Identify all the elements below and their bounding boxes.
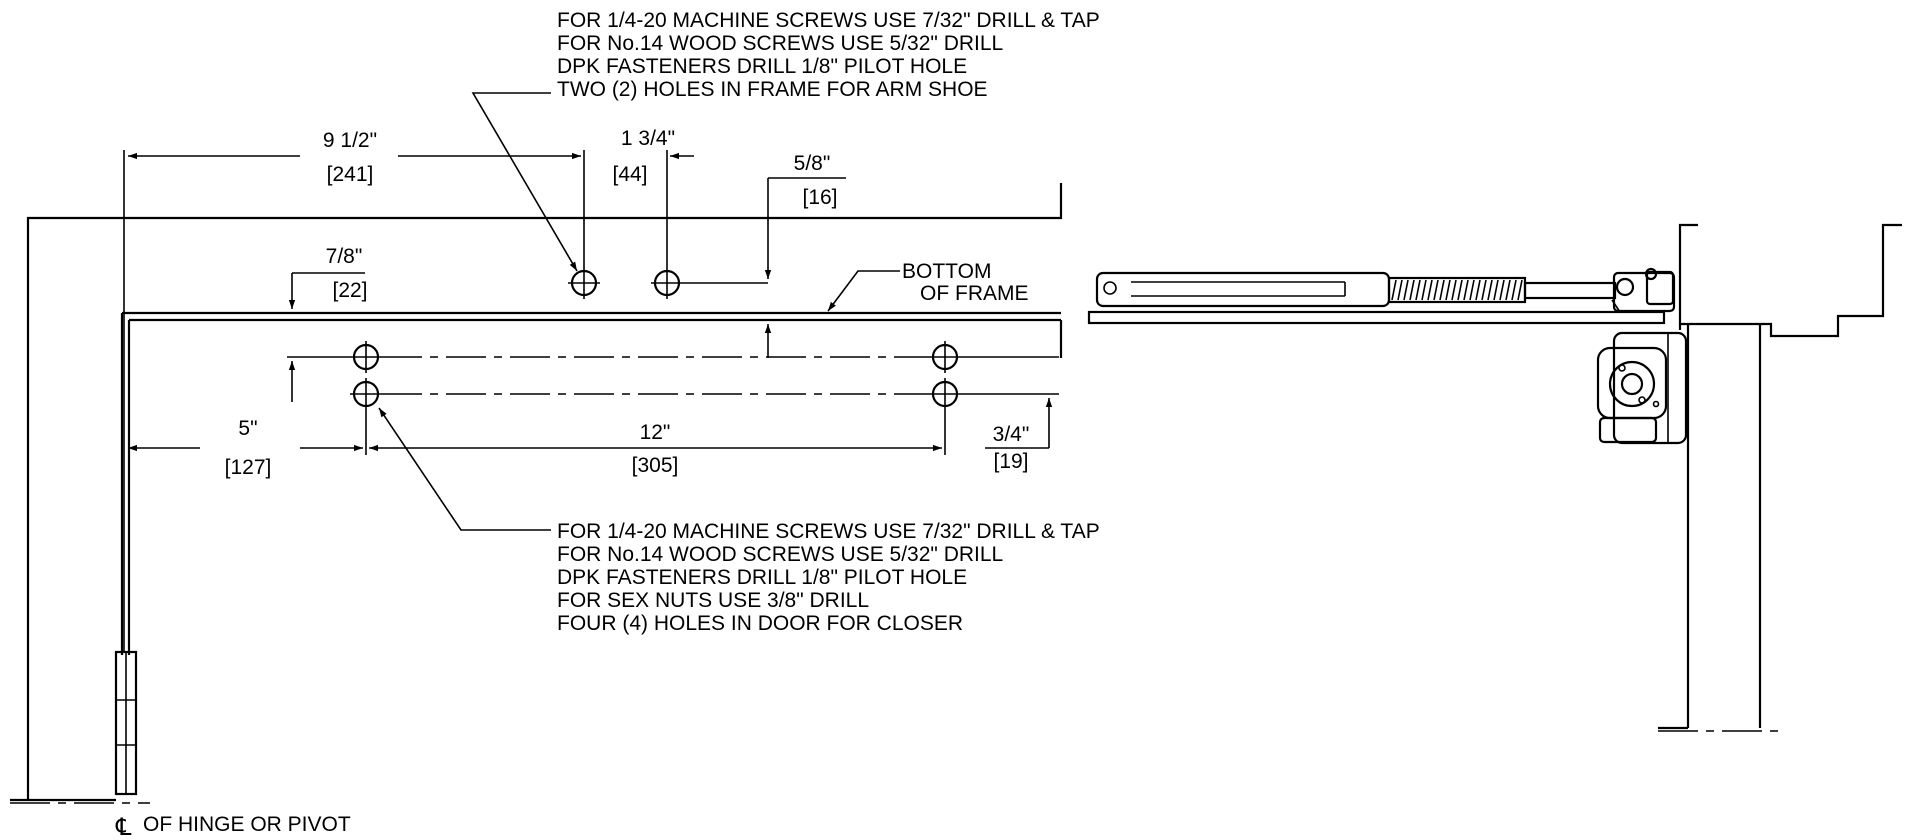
- bottom-of-frame-line-1: BOTTOM: [902, 260, 991, 283]
- dimension-5-8: 5/8" [16]: [764, 152, 846, 358]
- bottom-note-line-2: FOR No.14 WOOD SCREWS USE 5/32" DRILL: [557, 543, 1003, 566]
- dim-12-metric: [305]: [632, 454, 679, 477]
- bottom-note-line-1: FOR 1/4-20 MACHINE SCREWS USE 7/32" DRIL…: [557, 520, 1100, 543]
- dimension-12: 12" [305]: [369, 421, 942, 477]
- door-hole-4: [929, 378, 961, 410]
- dim-12-imperial: 12": [640, 421, 671, 444]
- dim-1-3-4-imperial: 1 3/4": [621, 127, 675, 150]
- frame-outline: [26, 150, 1063, 800]
- dim-1-3-4-metric: [44]: [612, 163, 647, 186]
- bottom-note-line-4: FOR SEX NUTS USE 3/8" DRILL: [557, 589, 869, 612]
- bottom-of-frame-label: BOTTOM OF FRAME: [827, 260, 1029, 312]
- dimension-1-3-4: 1 3/4" [44]: [612, 127, 694, 186]
- dim-7-8-metric: [22]: [332, 279, 367, 302]
- dimension-3-4: 3/4" [19]: [985, 398, 1053, 473]
- hinge-pivot: [10, 650, 150, 804]
- dim-3-4-imperial: 3/4": [993, 423, 1030, 446]
- door-hole-3: [929, 341, 961, 373]
- hinge-label: OF HINGE OR PIVOT: [143, 813, 351, 836]
- door-hole-1: [350, 341, 382, 373]
- dim-7-8-imperial: 7/8": [326, 245, 363, 268]
- closer-arm: [1095, 267, 1676, 313]
- installed-view: [1087, 223, 1902, 732]
- bottom-of-frame-line-2: OF FRAME: [920, 282, 1029, 305]
- bottom-note-line-5: FOUR (4) HOLES IN DOOR FOR CLOSER: [557, 612, 963, 635]
- hinge-centerline-label: ℄ OF HINGE OR PIVOT: [115, 813, 351, 840]
- dimension-7-8: 7/8" [22]: [288, 245, 368, 402]
- closer-body: [1596, 331, 1688, 445]
- centerline-symbol: ℄: [115, 814, 132, 840]
- frame-hole-2: [651, 267, 768, 299]
- dim-3-4-metric: [19]: [993, 450, 1028, 473]
- door-holes-note: FOR 1/4-20 MACHINE SCREWS USE 7/32" DRIL…: [378, 407, 1100, 635]
- frame-hole-1: [568, 267, 600, 299]
- dim-9-1-2-metric: [241]: [327, 163, 374, 186]
- dim-5-metric: [127]: [225, 456, 272, 479]
- top-note-line-1: FOR 1/4-20 MACHINE SCREWS USE 7/32" DRIL…: [557, 9, 1100, 32]
- top-note-line-3: DPK FASTENERS DRILL 1/8" PILOT HOLE: [557, 55, 967, 78]
- door-hole-2: [350, 378, 382, 410]
- dim-9-1-2-imperial: 9 1/2": [323, 129, 377, 152]
- dim-5-8-imperial: 5/8": [794, 152, 831, 175]
- dimension-9-1-2: 9 1/2" [241]: [128, 129, 581, 186]
- dim-5-8-metric: [16]: [802, 186, 837, 209]
- top-note-line-4: TWO (2) HOLES IN FRAME FOR ARM SHOE: [557, 78, 988, 101]
- dimension-5: 5" [127]: [128, 417, 363, 479]
- dim-5-imperial: 5": [238, 417, 257, 440]
- bottom-note-line-3: DPK FASTENERS DRILL 1/8" PILOT HOLE: [557, 566, 967, 589]
- frame-holes-note: FOR 1/4-20 MACHINE SCREWS USE 7/32" DRIL…: [471, 9, 1100, 272]
- top-note-line-2: FOR No.14 WOOD SCREWS USE 5/32" DRILL: [557, 32, 1003, 55]
